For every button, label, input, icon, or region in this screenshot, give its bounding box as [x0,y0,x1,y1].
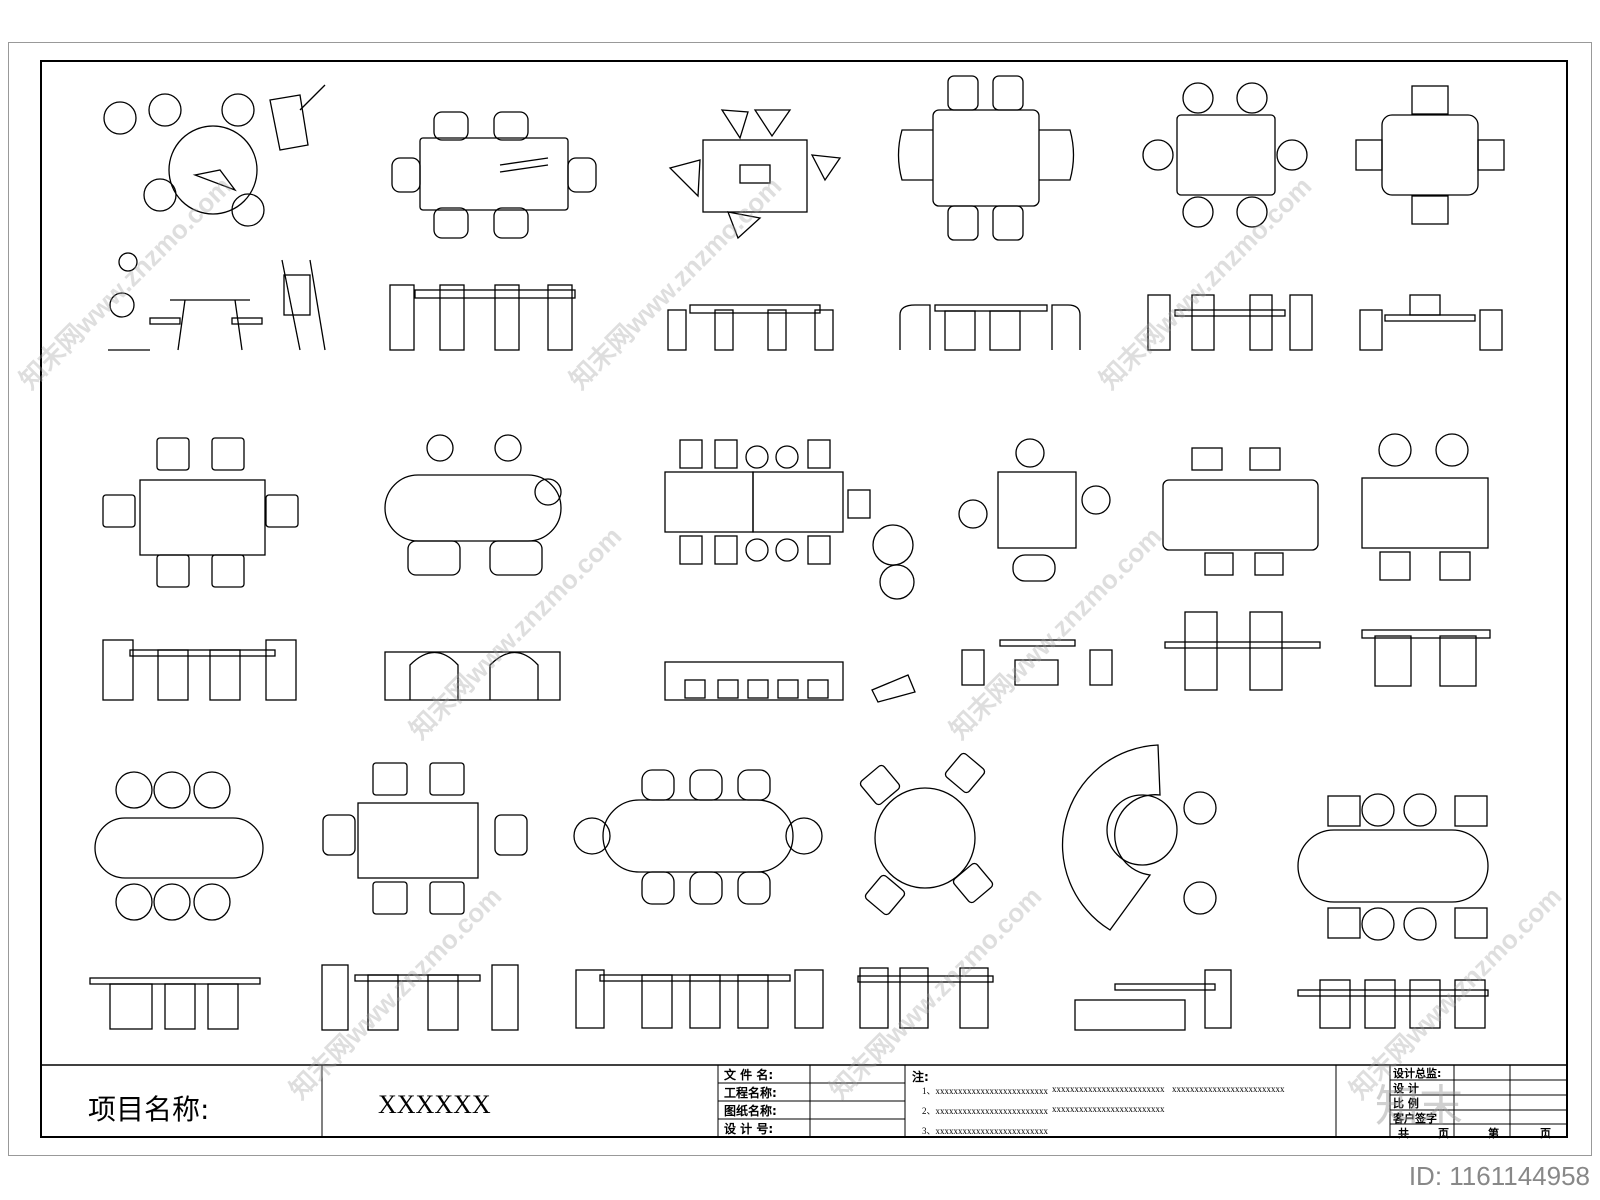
drawing-frame [40,60,1568,1138]
note-3: 3、xxxxxxxxxxxxxxxxxxxxxxxxx [922,1126,1049,1136]
watermark-brand: 知末 [1375,1082,1463,1131]
furniture-elevation-row2 [102,611,1491,703]
page-unit-label-2: 页 [1540,1127,1551,1140]
furniture-plan-row3 [94,744,1489,941]
notes-label: 注: [912,1070,929,1084]
furniture-plan-rect-4 [1355,85,1505,225]
field-file-name: 文 件 名: [724,1068,774,1082]
furniture-plan-row2 [102,433,1489,600]
title-block-grid [40,1064,1568,1138]
field-scale: 比 例 [1393,1097,1419,1110]
field-client-signature: 客户签字 [1393,1112,1437,1125]
field-project-name: 工程名称: [724,1086,777,1100]
page-unit-label: 页 [1438,1127,1449,1140]
furniture-plan-rect-cushions [668,109,842,240]
furniture-elevation-row3 [89,964,1489,1031]
furniture-elevation-row1 [108,252,1503,351]
project-name-label: 项目名称: [88,1093,210,1126]
field-design-director: 设计总监: [1393,1067,1442,1080]
furniture-plan-round-easel [103,84,326,227]
image-id: ID: 1161144958 [1408,1161,1590,1191]
project-name-value: XXXXXX [378,1090,491,1119]
note-2: 2、xxxxxxxxxxxxxxxxxxxxxxxxx [922,1106,1049,1116]
note-1: 1、xxxxxxxxxxxxxxxxxxxxxxxxx [922,1086,1049,1096]
note-2b: xxxxxxxxxxxxxxxxxxxxxxxxx [1052,1104,1165,1114]
note-1c: xxxxxxxxxxxxxxxxxxxxxxxxx [1172,1084,1285,1094]
field-design-number: 设 计 号: [724,1122,774,1136]
outer-frame [8,42,1592,1156]
furniture-plan-rect-6 [897,75,1075,241]
field-designer: 设 计 [1393,1082,1419,1095]
field-drawing-name: 图纸名称: [724,1104,777,1118]
page-current-label: 第 [1488,1127,1499,1140]
furniture-plan-rect-round-chairs [1142,82,1308,228]
page-total-label: 共 [1398,1127,1409,1140]
furniture-plan-rect-8 [391,111,597,239]
note-1b: xxxxxxxxxxxxxxxxxxxxxxxxx [1052,1084,1165,1094]
